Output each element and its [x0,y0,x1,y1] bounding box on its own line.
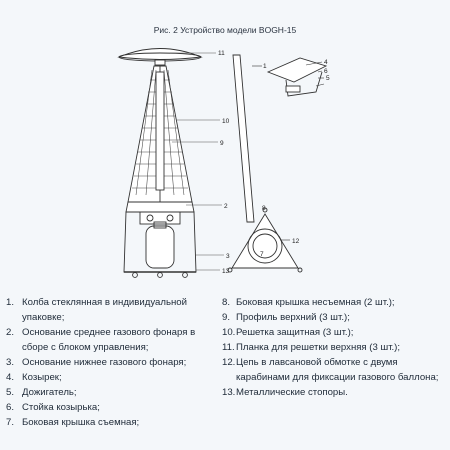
legend-item: 12.Цепь в лавсановой обмотке с двумя кар… [222,355,446,385]
legend-item: 4. Козырек; [6,370,218,385]
item-text: Профиль верхний (3 шт.); [236,312,350,323]
item-number: 3. [6,357,15,368]
legend-item: 11.Планка для решетки верхняя (3 шт.); [222,340,446,355]
legend-item: 6. Стойка козырька; [6,400,218,415]
item-text: Решетка защитная (3 шт.); [236,327,354,338]
legend-item: 7. Боковая крышка съемная; [6,415,218,430]
item-text: Основание среднее газового фонаря в сбор… [22,327,196,353]
callout-6: 6 [324,68,328,75]
item-text: Боковая крышка несъемная (2 шт.); [236,297,395,308]
figure-caption: Рис. 2 Устройство модели BOGH-15 [153,25,297,35]
item-number: 7. [6,417,15,428]
item-text: Колба стеклянная в индивидуальной упаков… [22,297,187,323]
glass-tube-part [232,54,262,223]
legend-item: 8. Боковая крышка несъемная (2 шт.); [222,295,446,310]
item-number: 2. [6,327,15,338]
legend-item: 5. Дожигатель; [6,385,218,400]
heater-column [127,65,193,203]
item-number: 10. [222,327,236,338]
hood-detail [266,57,328,97]
legend-item: 1. Колба стеклянная в индивидуальной упак… [6,295,218,325]
callout-11: 11 [218,50,225,57]
callout-13: 13 [222,268,230,275]
legend-item: 13.Металлические стопоры. [222,385,446,400]
legend-item: 2. Основание среднее газового фонаря в сб… [6,325,218,355]
legend-left: 1. Колба стеклянная в индивидуальной упак… [6,295,218,430]
item-number: 11. [222,342,235,353]
item-text: Металлические стопоры. [236,387,348,398]
middle-base [125,201,195,225]
item-text: Стойка козырька; [22,402,100,413]
callout-10: 10 [222,118,230,125]
legend-right: 8. Боковая крышка несъемная (2 шт.); 9. Пр… [222,295,446,400]
item-text: Планка для решетки верхняя (3 шт.); [236,342,401,353]
triangular-base [227,207,303,273]
item-text: Козырек; [22,372,62,383]
main-hood [117,48,203,66]
item-number: 4. [6,372,15,383]
item-number: 12. [222,357,236,368]
heater-diagram: 11 10 9 2 3 13 1 4 6 5 8 12 7 [117,48,330,278]
callout-2: 2 [224,203,228,210]
legend-item: 3. Основание нижнее газового фонаря; [6,355,218,370]
item-number: 9. [222,312,231,323]
item-number: 13. [222,387,236,398]
item-text: Цепь в лавсановой обмотке с двумя караби… [236,357,439,383]
callout-12: 12 [292,238,300,245]
callout-7: 7 [260,251,264,258]
callout-4: 4 [324,59,328,66]
callout-5: 5 [326,75,330,82]
item-number: 8. [222,297,231,308]
item-number: 1. [6,297,15,308]
callout-3: 3 [226,253,230,260]
item-text: Основание нижнее газового фонаря; [22,357,187,368]
callout-1: 1 [263,63,267,70]
item-number: 6. [6,402,15,413]
legend-item: 9. Профиль верхний (3 шт.); [222,310,446,325]
item-number: 5. [6,387,15,398]
item-text: Боковая крышка съемная; [22,417,140,428]
callout-9: 9 [220,140,224,147]
item-text: Дожигатель; [22,387,77,398]
lower-base [123,211,197,278]
legend-item: 10.Решетка защитная (3 шт.); [222,325,446,340]
callout-8: 8 [262,205,266,212]
